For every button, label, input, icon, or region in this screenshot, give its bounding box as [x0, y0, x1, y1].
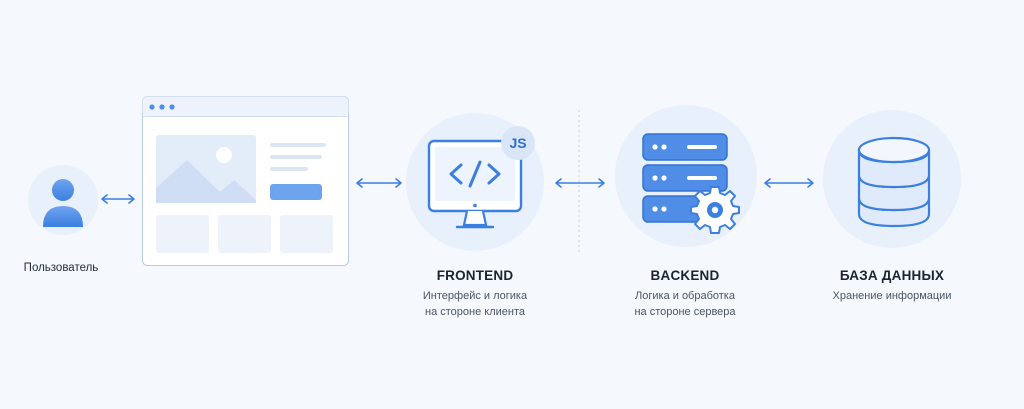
- js-badge: [501, 126, 535, 160]
- frontend-description: Интерфейс и логика на стороне клиента: [395, 288, 555, 320]
- database-description: Хранение информации: [807, 288, 977, 304]
- arrow-browser-frontend: [356, 178, 402, 188]
- frontend-desc-line2: на стороне клиента: [425, 306, 525, 318]
- arrow-backend-database: [764, 178, 814, 188]
- arrow-frontend-backend: [555, 178, 605, 188]
- user-icon: [43, 179, 83, 227]
- backend-description: Логика и обработка на стороне сервера: [604, 288, 766, 320]
- server-gear-icon: [642, 133, 740, 234]
- arrow-user-browser: [101, 194, 135, 204]
- backend-desc-line1: Логика и обработка: [635, 290, 735, 302]
- divider-line: [578, 110, 580, 255]
- database-title: БАЗА ДАННЫХ: [839, 268, 945, 283]
- database-desc-line1: Хранение информации: [832, 290, 952, 302]
- monitor-code-icon: [427, 139, 523, 229]
- browser-window-icon: [142, 96, 349, 266]
- backend-title: BACKEND: [650, 268, 720, 283]
- js-badge-text: JS: [509, 135, 527, 151]
- database-icon: [857, 136, 931, 228]
- user-label: Пользователь: [23, 262, 99, 274]
- frontend-desc-line1: Интерфейс и логика: [422, 290, 528, 302]
- backend-desc-line2: на стороне сервера: [634, 306, 736, 318]
- frontend-title: FRONTEND: [436, 268, 514, 283]
